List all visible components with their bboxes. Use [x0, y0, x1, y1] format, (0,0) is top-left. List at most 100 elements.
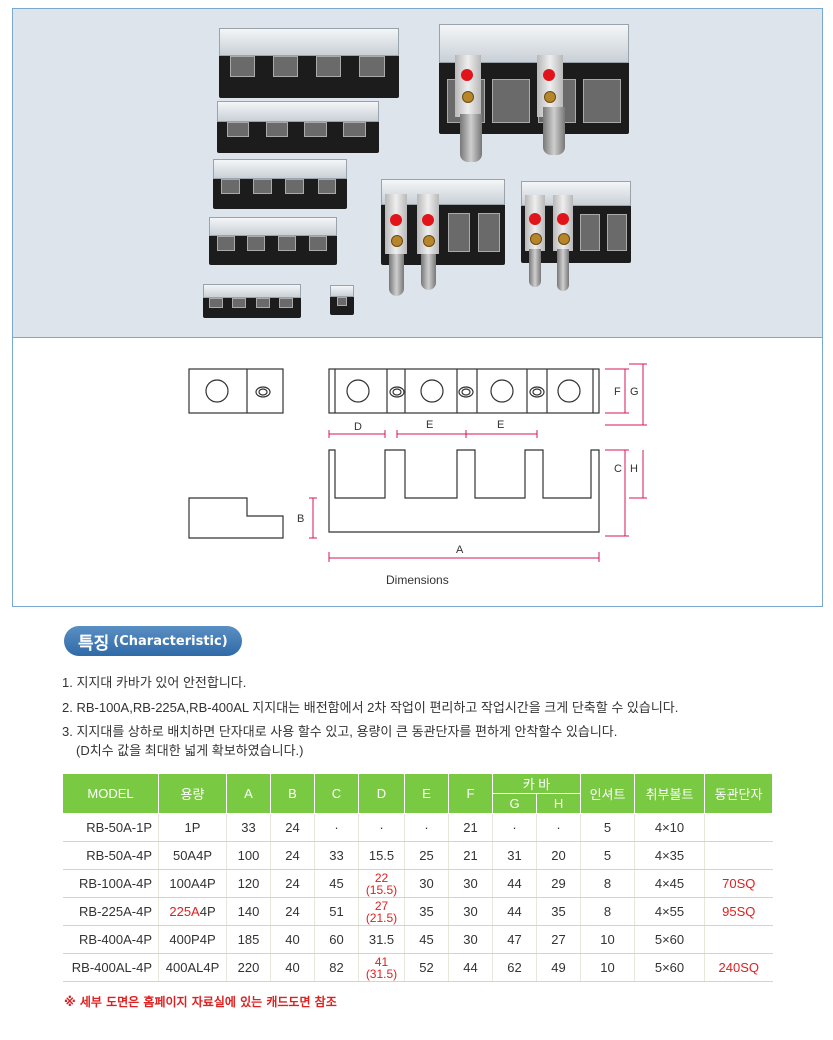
cell-g: 47: [492, 925, 537, 954]
cell-e: 25: [404, 841, 449, 870]
copper-lug: [421, 254, 436, 290]
cell-lug: [704, 925, 773, 954]
characteristic-item-3-note: (D치수 값을 최대한 넓게 확보하였습니다.): [76, 743, 304, 758]
cell-f: 30: [448, 897, 493, 926]
header-c: C: [314, 773, 359, 814]
cell-h: 29: [536, 869, 582, 898]
cell-d: 15.5: [358, 841, 405, 870]
product-photo: [12, 8, 823, 338]
cell-g: ·: [492, 813, 537, 842]
cell-cap: 100A4P: [158, 869, 227, 898]
cell-e: 52: [404, 953, 449, 982]
header-insert: 인셔트: [580, 773, 636, 814]
cell-lug: 95SQ: [704, 897, 773, 926]
cell-h: 35: [536, 897, 582, 926]
cell-f: 21: [448, 841, 493, 870]
header-lug: 동관단자: [704, 773, 774, 814]
header-capacity: 용량: [158, 773, 227, 814]
cell-b: 40: [270, 953, 315, 982]
header-h: H: [535, 793, 582, 814]
dim-label-a: A: [456, 544, 464, 556]
cell-h: 27: [536, 925, 582, 954]
cell-lug: [704, 841, 773, 870]
header-g: G: [492, 793, 537, 814]
characteristic-title: 특징 (Characteristic): [64, 626, 242, 656]
cell-insert: 8: [580, 869, 636, 898]
terminal-block-4p-compact: [209, 217, 337, 265]
cell-a: 140: [226, 897, 271, 926]
d-value: 41: [374, 954, 389, 969]
cell-e: ·: [404, 813, 449, 842]
cell-bolt: 4×55: [634, 897, 706, 926]
copper-lug: [529, 249, 541, 287]
cell-c: 45: [314, 869, 359, 898]
cell-c: 51: [314, 897, 359, 926]
terminal-block-400a: [439, 24, 629, 134]
cell-g: 31: [492, 841, 537, 870]
dimension-caption: Dimensions: [386, 573, 449, 587]
dim-label-h: H: [630, 463, 638, 475]
cell-insert: 5: [580, 841, 636, 870]
cell-cap: 225A4P: [158, 897, 227, 926]
cell-h: 20: [536, 841, 582, 870]
cell-cap: 400AL4P: [158, 953, 227, 982]
cell-a: 120: [226, 869, 271, 898]
header-e: E: [404, 773, 449, 814]
cell-model: RB-50A-4P: [62, 841, 159, 870]
cell-e: 30: [404, 869, 449, 898]
cell-model: RB-400AL-4P: [62, 953, 159, 982]
cell-c: ·: [314, 813, 359, 842]
cell-model: RB-225A-4P: [62, 897, 159, 926]
header-b: B: [270, 773, 315, 814]
dim-label-e-2: E: [497, 419, 504, 431]
dim-label-f: F: [614, 386, 621, 398]
cell-c: 33: [314, 841, 359, 870]
d-value-alt: (15.5): [365, 882, 398, 897]
cell-f: 44: [448, 953, 493, 982]
cell-a: 185: [226, 925, 271, 954]
cell-g: 44: [492, 869, 537, 898]
cell-bolt: 4×10: [634, 813, 706, 842]
cell-a: 33: [226, 813, 271, 842]
cell-d: 31.5: [358, 925, 405, 954]
cell-bolt: 4×45: [634, 869, 706, 898]
header-bolt: 취부볼트: [634, 773, 706, 814]
terminal-block-4p-large: [219, 28, 399, 98]
footnote: ※ 세부 도면은 홈페이지 자료실에 있는 캐드도면 참조: [64, 995, 337, 1009]
d-value: 22: [374, 870, 389, 885]
cell-bolt: 5×60: [634, 953, 706, 982]
cell-g: 44: [492, 897, 537, 926]
cell-bolt: 5×60: [634, 925, 706, 954]
cell-insert: 10: [580, 925, 636, 954]
cell-insert: 8: [580, 897, 636, 926]
cell-lug: 70SQ: [704, 869, 773, 898]
header-model: MODEL: [62, 773, 159, 814]
dimension-drawing: F G C H B A D E E Dimensions: [12, 337, 823, 607]
cell-b: 24: [270, 897, 315, 926]
cell-e: 35: [404, 897, 449, 926]
cell-b: 24: [270, 869, 315, 898]
cell-bolt: 4×35: [634, 841, 706, 870]
cell-h: 49: [536, 953, 582, 982]
cell-f: 21: [448, 813, 493, 842]
cell-b: 40: [270, 925, 315, 954]
spec-table: MODEL 용량 A B C D E F 카 바 인셔트 취부볼트 동관단자 G…: [62, 773, 774, 982]
copper-lug: [543, 107, 565, 155]
cell-e: 45: [404, 925, 449, 954]
dimension-diagram: F G C H B A D E E Dimensions: [188, 363, 647, 587]
d-value-alt: (31.5): [365, 966, 398, 981]
cell-insert: 10: [580, 953, 636, 982]
dim-label-e-1: E: [426, 419, 433, 431]
cell-c: 82: [314, 953, 359, 982]
cell-b: 24: [270, 813, 315, 842]
header-d: D: [358, 773, 405, 814]
characteristic-item-3: 3. 지지대를 상하로 배치하면 단자대로 사용 할수 있고, 용량이 큰 동관…: [62, 724, 618, 739]
terminal-block-225a: [381, 179, 505, 265]
cell-f: 30: [448, 869, 493, 898]
dim-label-g: G: [630, 386, 639, 398]
